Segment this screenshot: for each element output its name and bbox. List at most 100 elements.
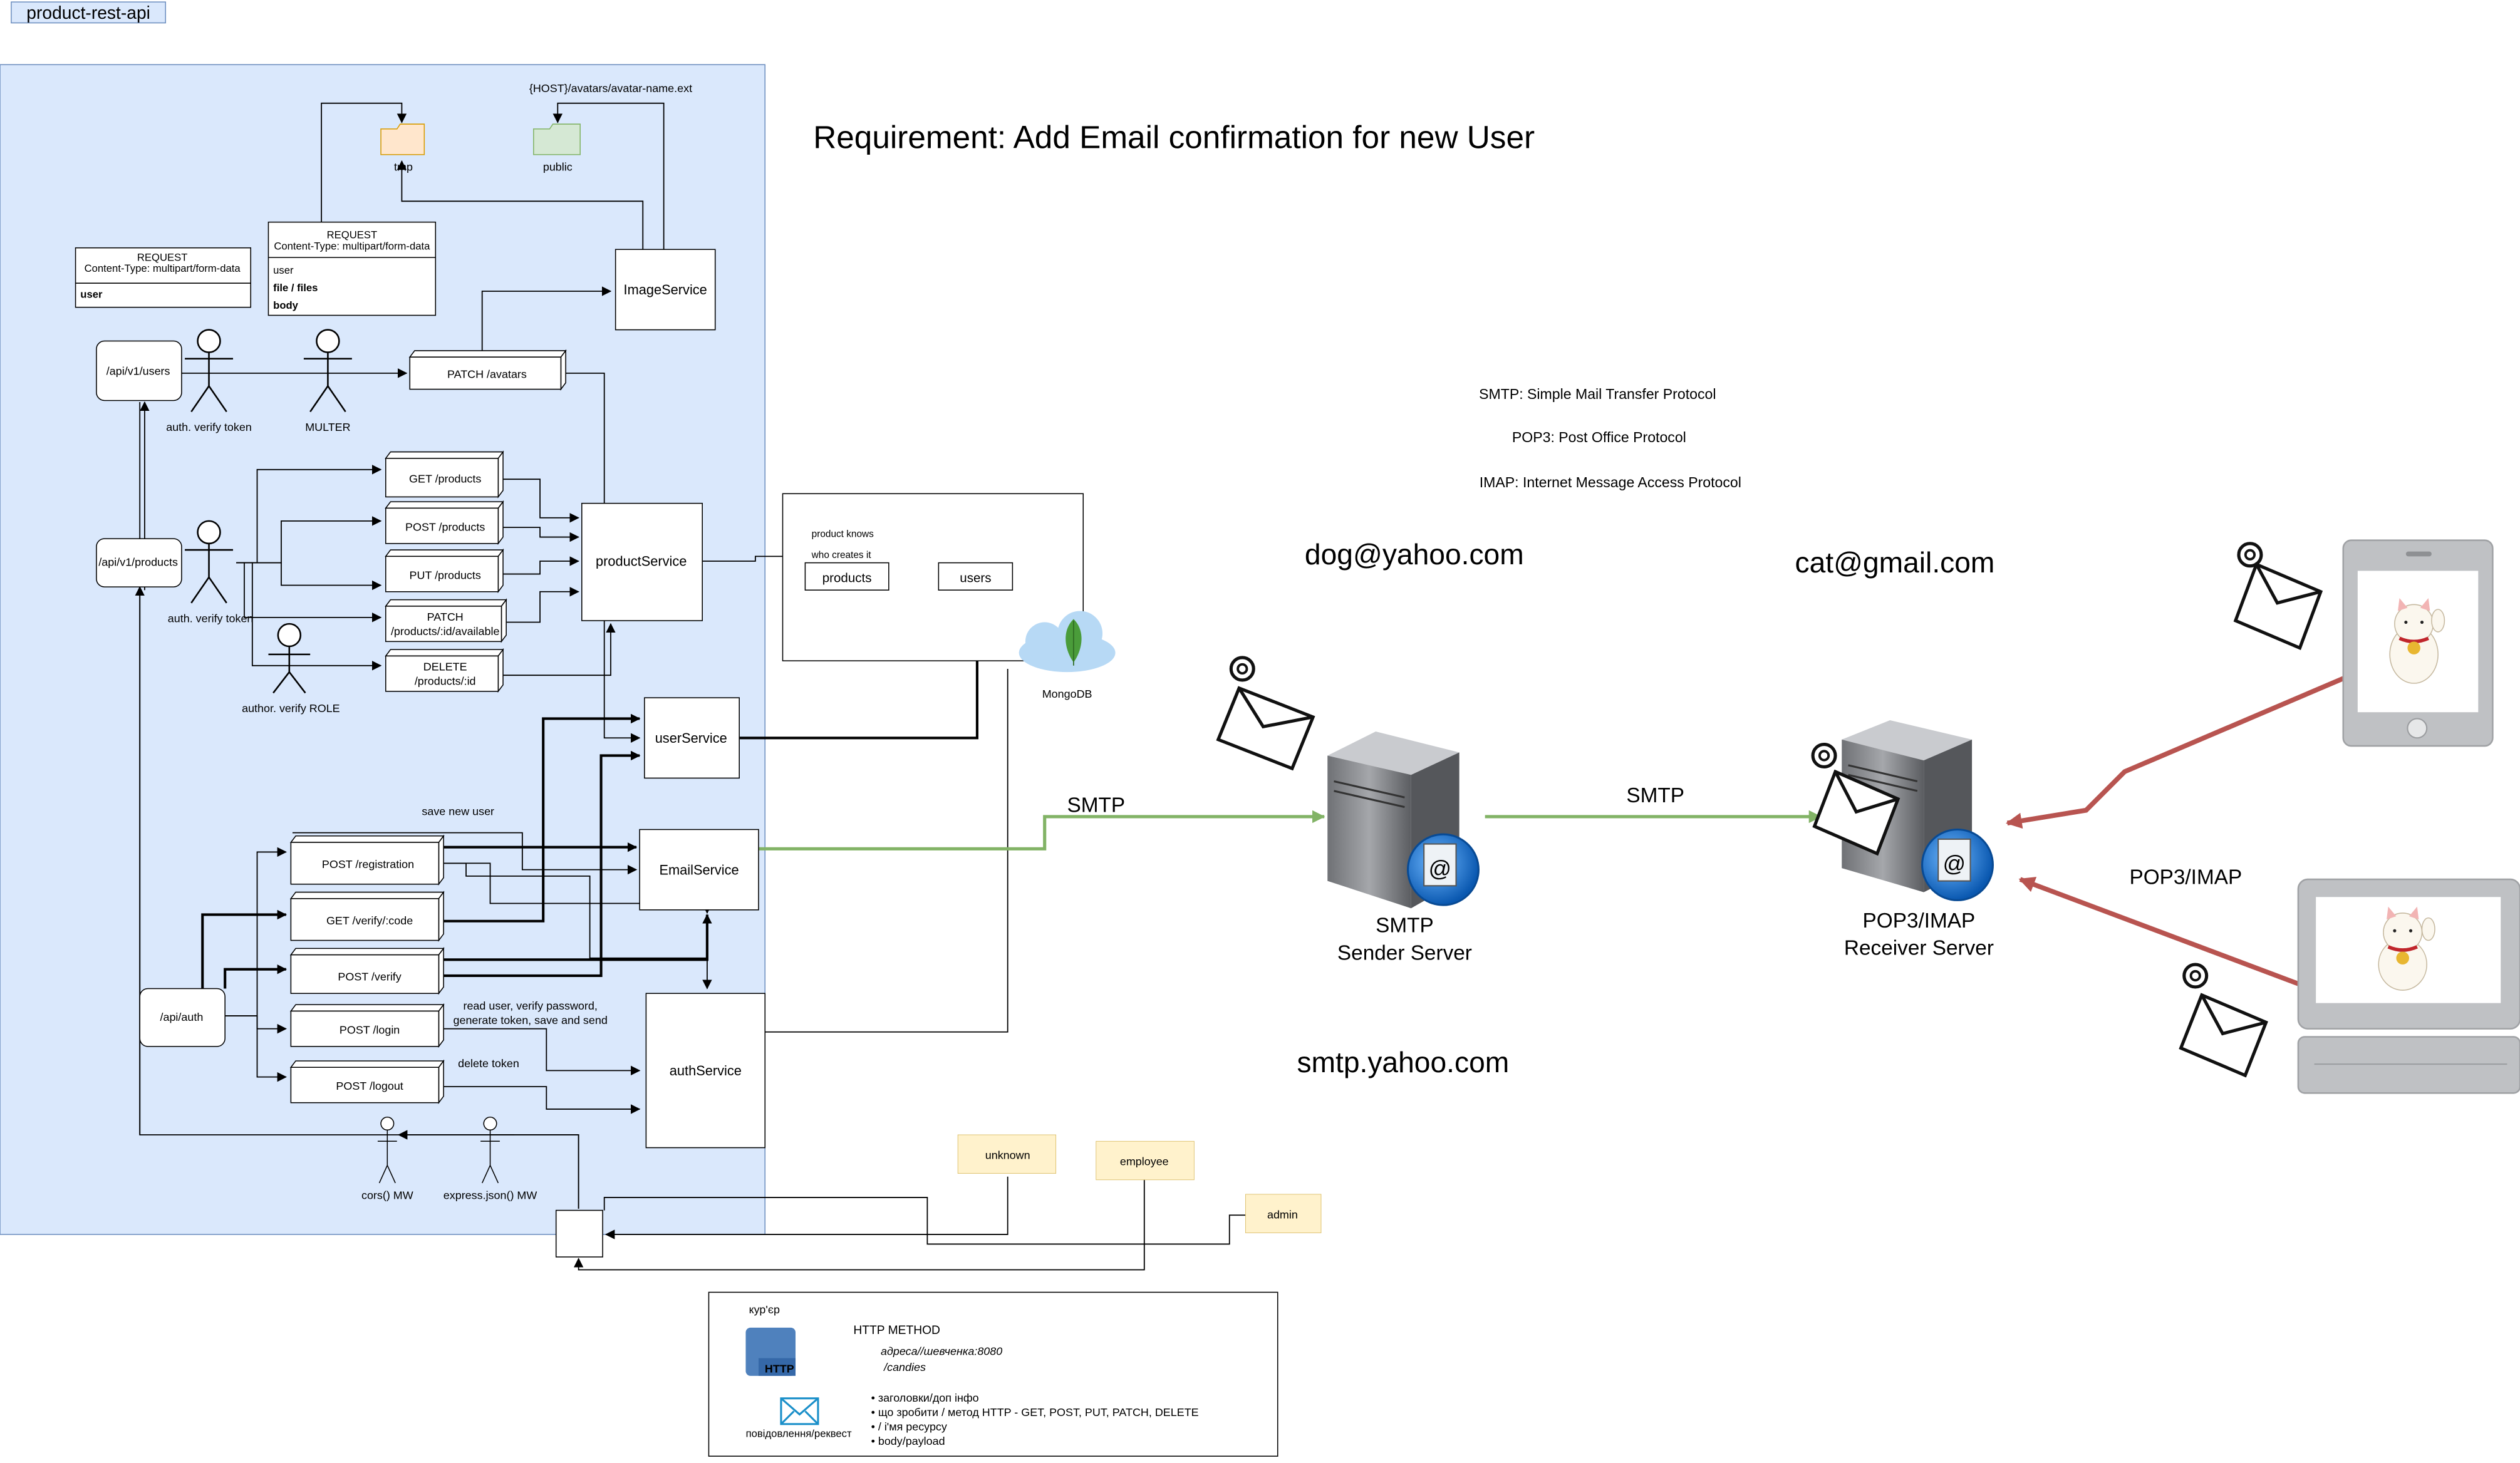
mongodb-label: MongoDB bbox=[1042, 688, 1092, 700]
public-label: public bbox=[543, 161, 573, 173]
route-auth[interactable]: /api/auth bbox=[139, 988, 226, 1047]
request-1-subtitle: Content-Type: multipart/form-data bbox=[85, 262, 241, 274]
endpoint-label: /products/:id bbox=[415, 675, 476, 688]
endpoint-patch-avatars[interactable] bbox=[408, 349, 567, 391]
requirement-title: Requirement: Add Email confirmation for … bbox=[813, 120, 1535, 155]
endpoint-label: GET /products bbox=[409, 472, 481, 485]
role-employee: employee bbox=[1096, 1140, 1195, 1181]
legend-address: адреса//шевченка:8080 bbox=[881, 1345, 1002, 1357]
route-users-label: /api/v1/users bbox=[106, 364, 170, 377]
auth-service[interactable]: authService bbox=[645, 993, 766, 1149]
endpoint-post-registration[interactable] bbox=[289, 834, 445, 886]
actor-auth-users bbox=[185, 329, 234, 413]
users-collection[interactable]: users bbox=[938, 562, 1014, 591]
endpoint-boxes bbox=[289, 349, 567, 1104]
actor-multer bbox=[303, 329, 352, 413]
page-tab[interactable]: product-rest-api bbox=[11, 1, 167, 24]
imap-definition: IMAP: Internet Message Access Protocol bbox=[1480, 474, 1741, 490]
pop3-definition: POP3: Post Office Protocol bbox=[1512, 429, 1686, 445]
mongodb-icon: MongoDB bbox=[1019, 611, 1116, 700]
legend-address: /candies bbox=[883, 1361, 926, 1373]
email-service[interactable]: EmailService bbox=[639, 829, 759, 911]
legend-box: кур'єр HTTP HTTP METHOD адреса//шевченка… bbox=[708, 1291, 1278, 1457]
receiver-server-label: POP3/IMAP bbox=[1863, 909, 1976, 933]
image-service-label: ImageService bbox=[624, 282, 707, 297]
request-2-row: body bbox=[273, 299, 299, 311]
endpoint-labels: PATCH /avatars GET /products POST /produ… bbox=[322, 368, 527, 1093]
endpoint-delete-products[interactable] bbox=[385, 648, 504, 693]
endpoint-label: POST /verify bbox=[338, 971, 401, 983]
endpoint-get-verify[interactable] bbox=[289, 891, 445, 942]
endpoint-label: PATCH /avatars bbox=[447, 368, 527, 381]
actor-express-json bbox=[480, 1116, 500, 1184]
endpoint-post-login[interactable] bbox=[289, 1003, 445, 1048]
endpoint-put-products[interactable] bbox=[385, 548, 504, 594]
legend-bullet: • body/payload bbox=[871, 1435, 945, 1447]
role-unknown-label: unknown bbox=[985, 1149, 1030, 1161]
email-service-label: EmailService bbox=[659, 862, 739, 877]
legend-http-method: HTTP METHOD bbox=[853, 1324, 940, 1337]
route-products-label: /api/v1/products bbox=[98, 556, 178, 569]
endpoint-label: POST /logout bbox=[336, 1080, 403, 1092]
route-auth-label: /api/auth bbox=[160, 1011, 204, 1023]
smtp-host: smtp.yahoo.com bbox=[1297, 1046, 1509, 1078]
http-icon: HTTP bbox=[745, 1327, 796, 1376]
page-tab-label: product-rest-api bbox=[26, 3, 150, 23]
pop-imap-label: POP3/IMAP bbox=[2129, 866, 2242, 889]
request-1-title: REQUEST bbox=[137, 251, 188, 263]
tmp-label: tmp bbox=[394, 161, 413, 173]
endpoint-post-products[interactable] bbox=[385, 500, 504, 545]
endpoint-patch-available[interactable] bbox=[385, 598, 507, 643]
actor-cors bbox=[377, 1116, 397, 1184]
endpoint-post-logout[interactable] bbox=[289, 1059, 445, 1104]
route-users[interactable]: /api/v1/users bbox=[96, 340, 182, 401]
user-service[interactable]: userService bbox=[644, 697, 740, 779]
http-badge-label: HTTP bbox=[765, 1363, 794, 1375]
lucky-cat-icon bbox=[2378, 906, 2435, 991]
mail-icon bbox=[2233, 542, 2323, 650]
legend-message-label: повідовлення/реквест bbox=[746, 1427, 852, 1439]
svg-text:@: @ bbox=[1429, 856, 1451, 881]
products-collection[interactable]: products bbox=[804, 562, 889, 591]
endpoint-label: GET /verify/:code bbox=[326, 914, 413, 927]
role-unknown: unknown bbox=[957, 1134, 1057, 1174]
receiver-server-icon: @ bbox=[1842, 720, 1994, 901]
product-service[interactable]: productService bbox=[581, 502, 703, 621]
products-collection-label: products bbox=[822, 571, 872, 585]
route-products[interactable]: /api/v1/products bbox=[96, 538, 182, 587]
role-admin-label: admin bbox=[1267, 1208, 1298, 1221]
request-2-row: file / files bbox=[273, 282, 318, 294]
role-employee-label: employee bbox=[1120, 1155, 1169, 1168]
request-1-row: user bbox=[80, 288, 103, 300]
desktop-device-icon bbox=[2297, 878, 2520, 1094]
endpoint-label: PATCH bbox=[427, 611, 464, 623]
note-login: generate token, save and send bbox=[454, 1014, 608, 1026]
actor-label: express.json() MW bbox=[443, 1189, 537, 1202]
endpoint-post-verify[interactable] bbox=[289, 947, 445, 995]
smtp-definition: SMTP: Simple Mail Transfer Protocol bbox=[1479, 386, 1716, 402]
image-service[interactable]: ImageService bbox=[614, 249, 716, 331]
actors bbox=[185, 329, 500, 1184]
auth-service-label: authService bbox=[670, 1063, 742, 1078]
endpoint-get-products[interactable] bbox=[385, 450, 504, 499]
request-2-title: REQUEST bbox=[327, 229, 378, 240]
receiver-server-label: Receiver Server bbox=[1844, 937, 1994, 960]
avatar-path-label: {HOST}/avatars/avatar-name.ext bbox=[529, 82, 692, 95]
mail-icon bbox=[1216, 656, 1315, 771]
role-admin: admin bbox=[1245, 1194, 1322, 1233]
middleware-box[interactable] bbox=[555, 1209, 603, 1258]
sender-server-label: Sender Server bbox=[1337, 941, 1472, 964]
endpoint-label: PUT /products bbox=[410, 569, 481, 581]
endpoint-label: POST /login bbox=[340, 1023, 400, 1036]
note-save-new-user: save new user bbox=[422, 805, 494, 817]
endpoint-label: /products/:id/available bbox=[391, 625, 500, 638]
note-delete-token: delete token bbox=[458, 1057, 519, 1070]
public-folder: public bbox=[533, 123, 581, 173]
actor-author-role bbox=[268, 623, 311, 694]
db-note: who creates it bbox=[811, 550, 872, 561]
request-2-subtitle: Content-Type: multipart/form-data bbox=[274, 240, 430, 252]
legend-courier-label: кур'єр bbox=[749, 1303, 780, 1316]
legend-bullet: • / і'мя ресурсу bbox=[871, 1420, 947, 1433]
receiver-email: cat@gmail.com bbox=[1795, 546, 1995, 579]
